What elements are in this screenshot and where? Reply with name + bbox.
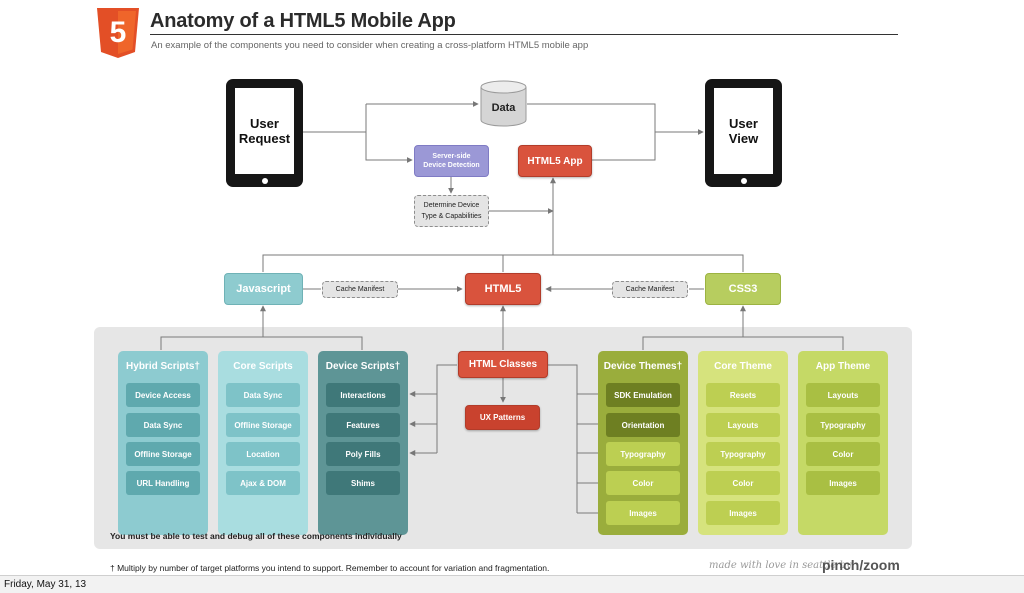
column-title: Device Themes† [603, 361, 683, 372]
core-theme-column: Core Theme Resets Layouts Typography Col… [698, 351, 788, 535]
column-item: Images [706, 501, 780, 525]
user-view-device: User View [705, 79, 782, 187]
column-item: Images [806, 471, 880, 495]
hybrid-scripts-column: Hybrid Scripts† Device Access Data Sync … [118, 351, 208, 535]
column-item: Color [606, 471, 680, 495]
testing-note: You must be able to test and debug all o… [110, 531, 402, 541]
column-item: Data Sync [226, 383, 300, 407]
column-item: Color [706, 471, 780, 495]
svg-text:Data: Data [492, 102, 517, 114]
cache-manifest-left-node: Cache Manifest [322, 281, 398, 298]
device-themes-column: Device Themes† SDK Emulation Orientation… [598, 351, 688, 535]
column-item: Images [606, 501, 680, 525]
core-scripts-column: Core Scripts Data Sync Offline Storage L… [218, 351, 308, 535]
app-theme-column: App Theme Layouts Typography Color Image… [798, 351, 888, 535]
footer-bar [0, 575, 1024, 593]
column-item: Offline Storage [126, 442, 200, 466]
column-item: Ajax & DOM [226, 471, 300, 495]
column-item: Location [226, 442, 300, 466]
device-scripts-column: Device Scripts† Interactions Features Po… [318, 351, 408, 535]
column-item: Typography [706, 442, 780, 466]
column-item: Shims [326, 471, 400, 495]
brand-logo: pinch/zoom [822, 557, 900, 573]
data-database-icon: Data [480, 80, 527, 127]
svg-text:5: 5 [110, 16, 127, 49]
column-item: Data Sync [126, 413, 200, 437]
credit-text: made with love in seattle by [709, 560, 852, 571]
page-title: Anatomy of a HTML5 Mobile App [150, 10, 456, 32]
html5-node: HTML5 [465, 273, 541, 305]
column-item: URL Handling [126, 471, 200, 495]
column-item: Offline Storage [226, 413, 300, 437]
column-item: Layouts [806, 383, 880, 407]
column-title: App Theme [815, 361, 871, 372]
column-item: Orientation [606, 413, 680, 437]
javascript-node: Javascript [224, 273, 303, 305]
column-title: Hybrid Scripts† [126, 361, 200, 372]
footer-date: Friday, May 31, 13 [4, 579, 87, 590]
platform-footnote: † Multiply by number of target platforms… [110, 563, 550, 573]
column-title: Core Scripts [233, 361, 293, 372]
user-request-label: User Request [238, 116, 291, 146]
html5-logo-icon: 5 [97, 8, 139, 58]
title-divider [150, 34, 898, 35]
column-title: Device Scripts† [325, 361, 401, 372]
html5-app-node: HTML5 App [518, 145, 592, 177]
home-button-icon [261, 178, 268, 184]
html-classes-node: HTML Classes [458, 351, 548, 378]
ux-patterns-node: UX Patterns [465, 405, 540, 430]
server-device-detection-node: Server-side Device Detection [414, 145, 489, 177]
user-request-device: User Request [226, 79, 303, 187]
cache-manifest-right-node: Cache Manifest [612, 281, 688, 298]
css3-node: CSS3 [705, 273, 781, 305]
diagram-connectors [160, 101, 844, 516]
column-item: Layouts [706, 413, 780, 437]
column-item: Features [326, 413, 400, 437]
column-item: Typography [606, 442, 680, 466]
column-item: Device Access [126, 383, 200, 407]
column-item: Resets [706, 383, 780, 407]
column-title: Core Theme [714, 361, 772, 372]
column-item: SDK Emulation [606, 383, 680, 407]
user-view-label: User View [728, 116, 759, 146]
determine-device-node: Determine Device Type & Capabilities [414, 195, 489, 227]
column-item: Typography [806, 413, 880, 437]
column-item: Color [806, 442, 880, 466]
column-item: Interactions [326, 383, 400, 407]
home-button-icon [740, 178, 747, 184]
page-subtitle: An example of the components you need to… [151, 40, 589, 51]
column-item: Poly Fills [326, 442, 400, 466]
